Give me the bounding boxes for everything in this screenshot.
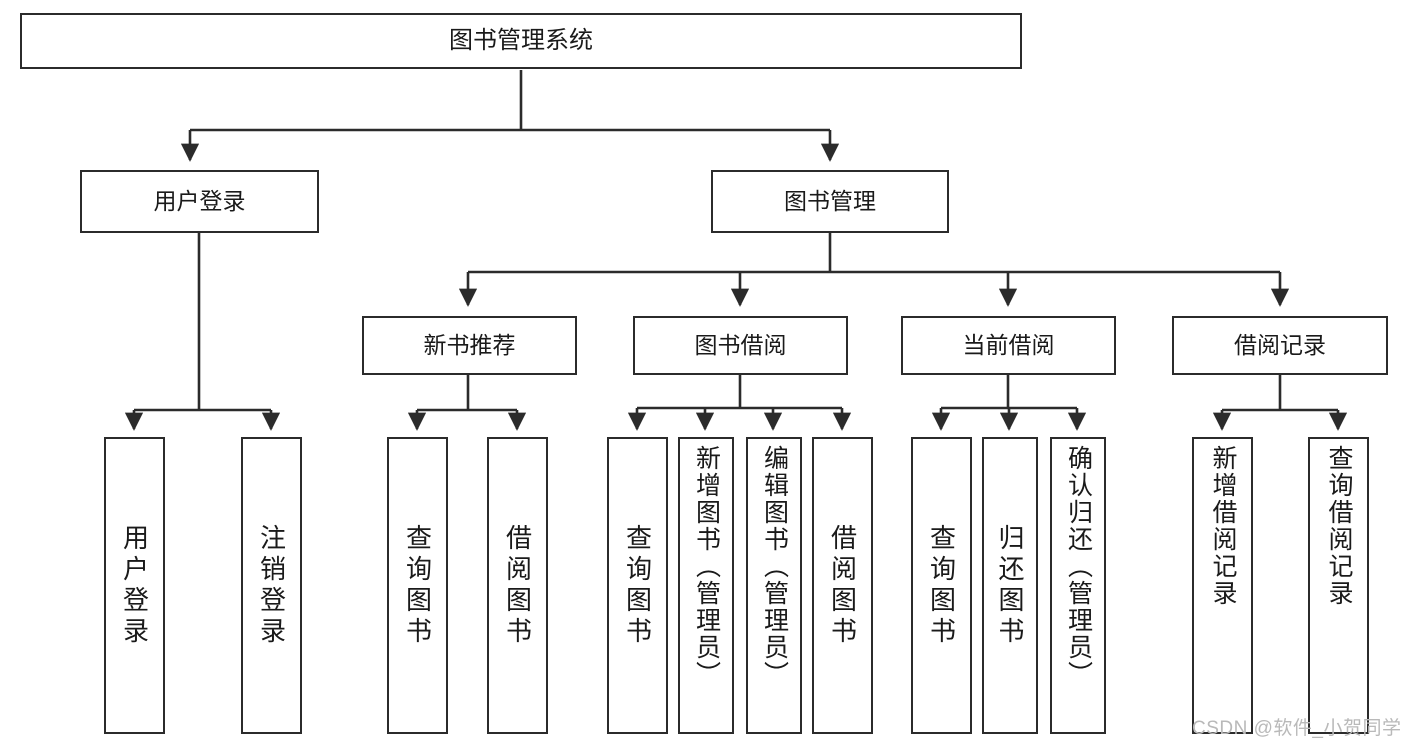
- node-label: 查询图书: [622, 523, 653, 648]
- node-label: 借阅记录: [1234, 331, 1326, 358]
- node-label: 查询图书: [402, 523, 433, 648]
- node-label: 新书推荐: [423, 331, 516, 358]
- node-user-login[interactable]: 用户登录: [80, 170, 319, 233]
- node-label: 查询图书: [926, 523, 957, 648]
- node-label: 借阅图书: [502, 523, 533, 648]
- node-leaf-add-book-admin[interactable]: 新增图书（管理员）: [678, 437, 734, 734]
- node-leaf-query-book-2[interactable]: 查询图书: [607, 437, 668, 734]
- node-leaf-query-book-1[interactable]: 查询图书: [387, 437, 448, 734]
- node-root-system[interactable]: 图书管理系统: [20, 13, 1022, 69]
- node-label: 新增借阅记录: [1209, 445, 1237, 607]
- node-new-book-recommend[interactable]: 新书推荐: [362, 316, 577, 375]
- node-label: 当前借阅: [962, 331, 1055, 358]
- node-label: 编辑图书（管理员）: [760, 445, 789, 688]
- node-label: 图书管理系统: [449, 26, 593, 54]
- node-label: 归还图书: [995, 523, 1025, 648]
- node-leaf-logout-login[interactable]: 注销登录: [241, 437, 302, 734]
- node-leaf-borrow-book-1[interactable]: 借阅图书: [487, 437, 548, 734]
- node-leaf-return-book[interactable]: 归还图书: [982, 437, 1038, 734]
- node-book-manage[interactable]: 图书管理: [711, 170, 949, 233]
- node-borrow-record[interactable]: 借阅记录: [1172, 316, 1388, 375]
- node-label: 借阅图书: [827, 523, 858, 648]
- node-label: 新增图书（管理员）: [692, 445, 721, 688]
- node-current-borrow[interactable]: 当前借阅: [901, 316, 1116, 375]
- node-leaf-confirm-return-admin[interactable]: 确认归还（管理员）: [1050, 437, 1106, 734]
- node-label: 确认归还（管理员）: [1064, 445, 1093, 688]
- node-book-borrow[interactable]: 图书借阅: [633, 316, 848, 375]
- node-label: 用户登录: [119, 523, 150, 648]
- node-leaf-add-borrow-record[interactable]: 新增借阅记录: [1192, 437, 1253, 734]
- node-label: 注销登录: [256, 523, 287, 648]
- node-label: 用户登录: [153, 187, 246, 214]
- node-leaf-query-book-3[interactable]: 查询图书: [911, 437, 972, 734]
- node-leaf-query-borrow-record[interactable]: 查询借阅记录: [1308, 437, 1369, 734]
- node-leaf-edit-book-admin[interactable]: 编辑图书（管理员）: [746, 437, 802, 734]
- node-label: 图书管理: [784, 187, 876, 214]
- node-leaf-borrow-book-2[interactable]: 借阅图书: [812, 437, 873, 734]
- node-label: 图书借阅: [694, 331, 787, 358]
- node-leaf-user-login[interactable]: 用户登录: [104, 437, 165, 734]
- node-label: 查询借阅记录: [1325, 445, 1353, 607]
